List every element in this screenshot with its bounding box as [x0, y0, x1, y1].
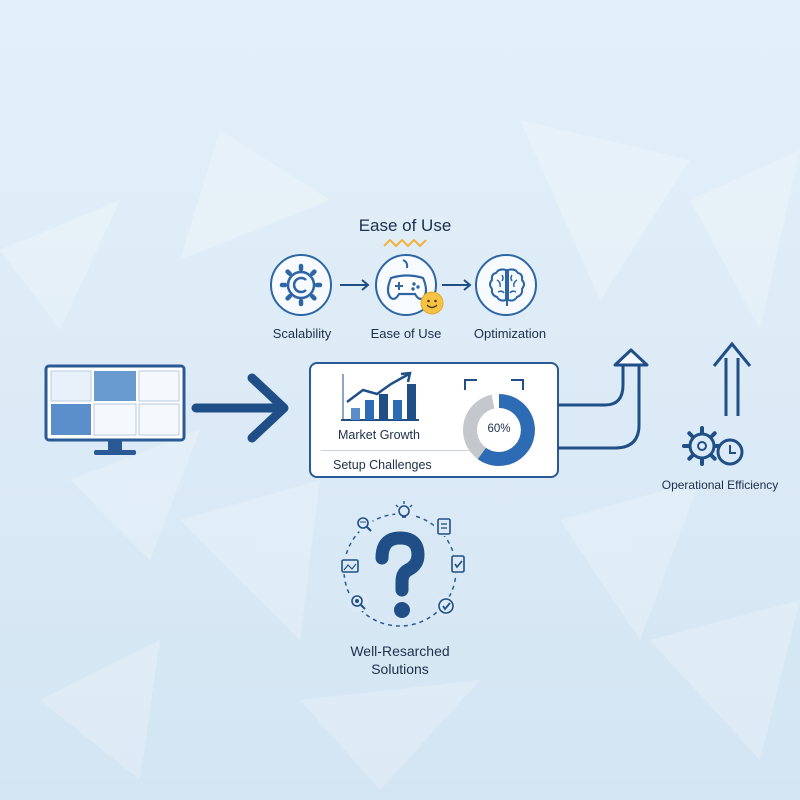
- up-arrow-icon: [712, 341, 752, 416]
- research-line1: Well-Resarched: [350, 643, 450, 659]
- step-label-ease-of-use: Ease of Use: [370, 326, 442, 341]
- question-mark-icon: [375, 531, 425, 618]
- dashboard-monitor-icon: [44, 364, 186, 455]
- research-cycle: [340, 501, 468, 627]
- gear-clock-icon: [682, 426, 744, 466]
- lightbulb-icon: [395, 501, 413, 521]
- clipboard-icon: [434, 516, 454, 536]
- bug-search-icon: [348, 592, 368, 612]
- bracket-icon: [464, 379, 524, 390]
- optimization-circle: [475, 254, 537, 316]
- gear-c-icon: [279, 263, 323, 307]
- donut-chart-icon: [463, 394, 535, 466]
- diagram-title: Ease of Use: [358, 216, 452, 235]
- ease-of-use-circle: [375, 254, 444, 316]
- check-circle-icon: [436, 596, 456, 616]
- arrow-right-icon: [340, 279, 370, 291]
- curved-arrows: [558, 348, 649, 450]
- research-line2: Solutions: [371, 661, 429, 677]
- smiley-icon: [420, 291, 444, 315]
- step-label-scalability: Scalability: [272, 326, 332, 341]
- arrow-right-icon: [442, 279, 472, 291]
- zigzag-accent-icon: [383, 238, 427, 248]
- step-label-optimization: Optimization: [473, 326, 547, 341]
- panel-divider: [321, 450, 471, 451]
- search-document-icon: [355, 515, 373, 533]
- image-icon: [340, 556, 360, 576]
- bar-chart-growth-icon: [341, 371, 419, 421]
- checklist-icon: [448, 554, 468, 574]
- outcome-label: Operational Efficiency: [661, 478, 779, 492]
- panel-footer: Setup Challenges: [333, 458, 432, 472]
- chart-caption: Market Growth: [338, 428, 420, 442]
- gamepad-smiley-icon: [386, 259, 428, 300]
- brain-icon: [489, 268, 525, 306]
- donut-value: 60%: [487, 423, 511, 435]
- scalability-circle: [270, 254, 332, 316]
- insight-panel: Market Growth Setup Challenges 60%: [309, 362, 559, 478]
- big-arrow-right-icon: [191, 373, 289, 443]
